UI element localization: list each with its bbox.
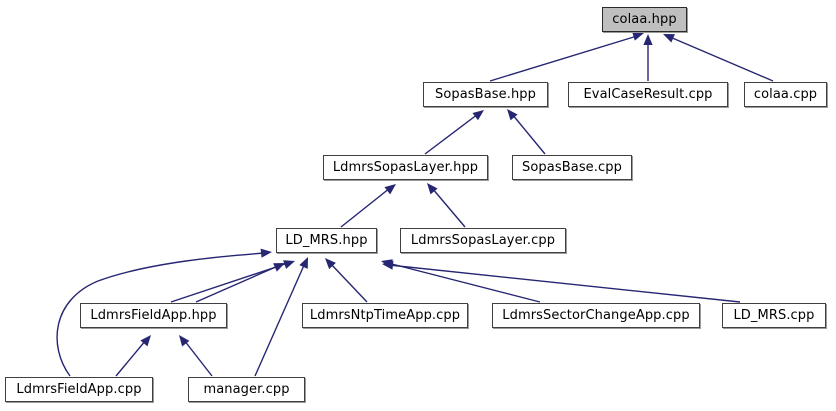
edge-arrowhead <box>273 263 285 272</box>
graph-node-label: LdmrsSopasLayer.hpp <box>332 160 479 175</box>
graph-edge-ldmrssopaslayer-cpp-to-ldmrssopaslayer-hpp <box>427 183 466 228</box>
edge-arrowhead <box>140 335 151 347</box>
graph-node-label: LdmrsFieldApp.hpp <box>90 308 217 323</box>
edge-arrowhead <box>382 260 394 270</box>
graph-node-ld-mrs-cpp[interactable]: LD_MRS.cpp <box>722 303 826 328</box>
graph-node-label: LD_MRS.cpp <box>733 308 815 323</box>
graph-node-manager-cpp[interactable]: manager.cpp <box>188 377 305 402</box>
graph-node-label: colaa.cpp <box>753 87 818 102</box>
graph-node-ld-mrs-hpp[interactable]: LD_MRS.hpp <box>276 228 377 253</box>
graph-node-ldmrsfieldapp-cpp[interactable]: LdmrsFieldApp.cpp <box>5 377 153 402</box>
graph-node-label: LD_MRS.hpp <box>285 233 368 248</box>
edge-arrowhead <box>381 259 393 269</box>
graph-node-label: colaa.hpp <box>612 12 677 27</box>
graph-edge-colaa-cpp-to-colaa-hpp <box>663 34 774 82</box>
graph-node-label: LdmrsSectorChangeApp.cpp <box>502 308 690 323</box>
edge-arrowhead <box>299 257 308 269</box>
graph-edge-ld-mrs-cpp-to-ld-mrs-hpp <box>382 260 741 303</box>
graph-node-ldmrsfieldapp-hpp[interactable]: LdmrsFieldApp.hpp <box>80 303 227 328</box>
graph-node-label: SopasBase.cpp <box>522 160 622 175</box>
graph-edge-ldmrsfieldapp-hpp-to-ld-mrs-hpp <box>195 263 285 303</box>
graph-node-label: EvalCaseResult.cpp <box>583 87 713 102</box>
graph-node-ldmrssopaslayer-hpp[interactable]: LdmrsSopasLayer.hpp <box>323 155 488 180</box>
graph-node-colaa-hpp[interactable]: colaa.hpp <box>602 7 687 32</box>
graph-node-ldmrsntptimeapp-cpp[interactable]: LdmrsNtpTimeApp.cpp <box>302 303 468 328</box>
edge-arrowhead <box>283 260 295 269</box>
edge-arrowhead <box>179 335 190 347</box>
graph-edge-ldmrsfieldapp-cpp-to-ldmrsfieldapp-hpp <box>115 335 151 377</box>
edge-arrowhead <box>325 258 336 270</box>
graph-node-label: LdmrsNtpTimeApp.cpp <box>309 308 461 323</box>
graph-node-ldmrssectorchangeapp-cpp[interactable]: LdmrsSectorChangeApp.cpp <box>492 303 700 328</box>
edge-arrowhead <box>507 109 518 121</box>
graph-edge-ldmrsntptimeapp-cpp-to-ld-mrs-hpp <box>325 258 368 303</box>
edge-arrowhead <box>643 34 653 45</box>
graph-edge-ldmrssopaslayer-hpp-to-sopasbase-hpp <box>424 110 484 155</box>
graph-edge-ldmrssectorchangeapp-cpp-to-ld-mrs-hpp <box>381 259 541 303</box>
graph-edge-ldmrsfieldapp-hpp-to-ld-mrs-hpp <box>170 260 295 303</box>
graph-node-sopasbase-cpp[interactable]: SopasBase.cpp <box>512 155 632 180</box>
edge-arrowhead <box>384 184 396 195</box>
graph-node-label: LdmrsSopasLayer.cpp <box>410 233 556 248</box>
graph-edge-evalcaseresult-cpp-to-colaa-hpp <box>643 34 653 81</box>
graph-edge-sopasbase-cpp-to-sopasbase-hpp <box>507 109 546 155</box>
graph-edge-manager-cpp-to-ldmrsfieldapp-hpp <box>179 335 213 377</box>
edge-arrowhead <box>427 183 438 195</box>
graph-node-colaa-cpp[interactable]: colaa.cpp <box>744 82 827 107</box>
graph-node-label: LdmrsFieldApp.cpp <box>16 382 142 397</box>
graph-node-ldmrssopaslayer-cpp[interactable]: LdmrsSopasLayer.cpp <box>400 228 566 253</box>
edge-arrowhead <box>472 110 484 121</box>
graph-edge-sopasbase-hpp-to-colaa-hpp <box>489 31 644 82</box>
edge-arrowhead <box>260 248 272 258</box>
graph-node-sopasbase-hpp[interactable]: SopasBase.hpp <box>423 82 548 107</box>
graph-edge-ld-mrs-hpp-to-ldmrssopaslayer-hpp <box>340 184 396 228</box>
graph-node-evalcaseresult-cpp[interactable]: EvalCaseResult.cpp <box>568 82 728 107</box>
graph-node-label: manager.cpp <box>203 382 290 397</box>
graph-node-label: SopasBase.hpp <box>434 87 537 102</box>
